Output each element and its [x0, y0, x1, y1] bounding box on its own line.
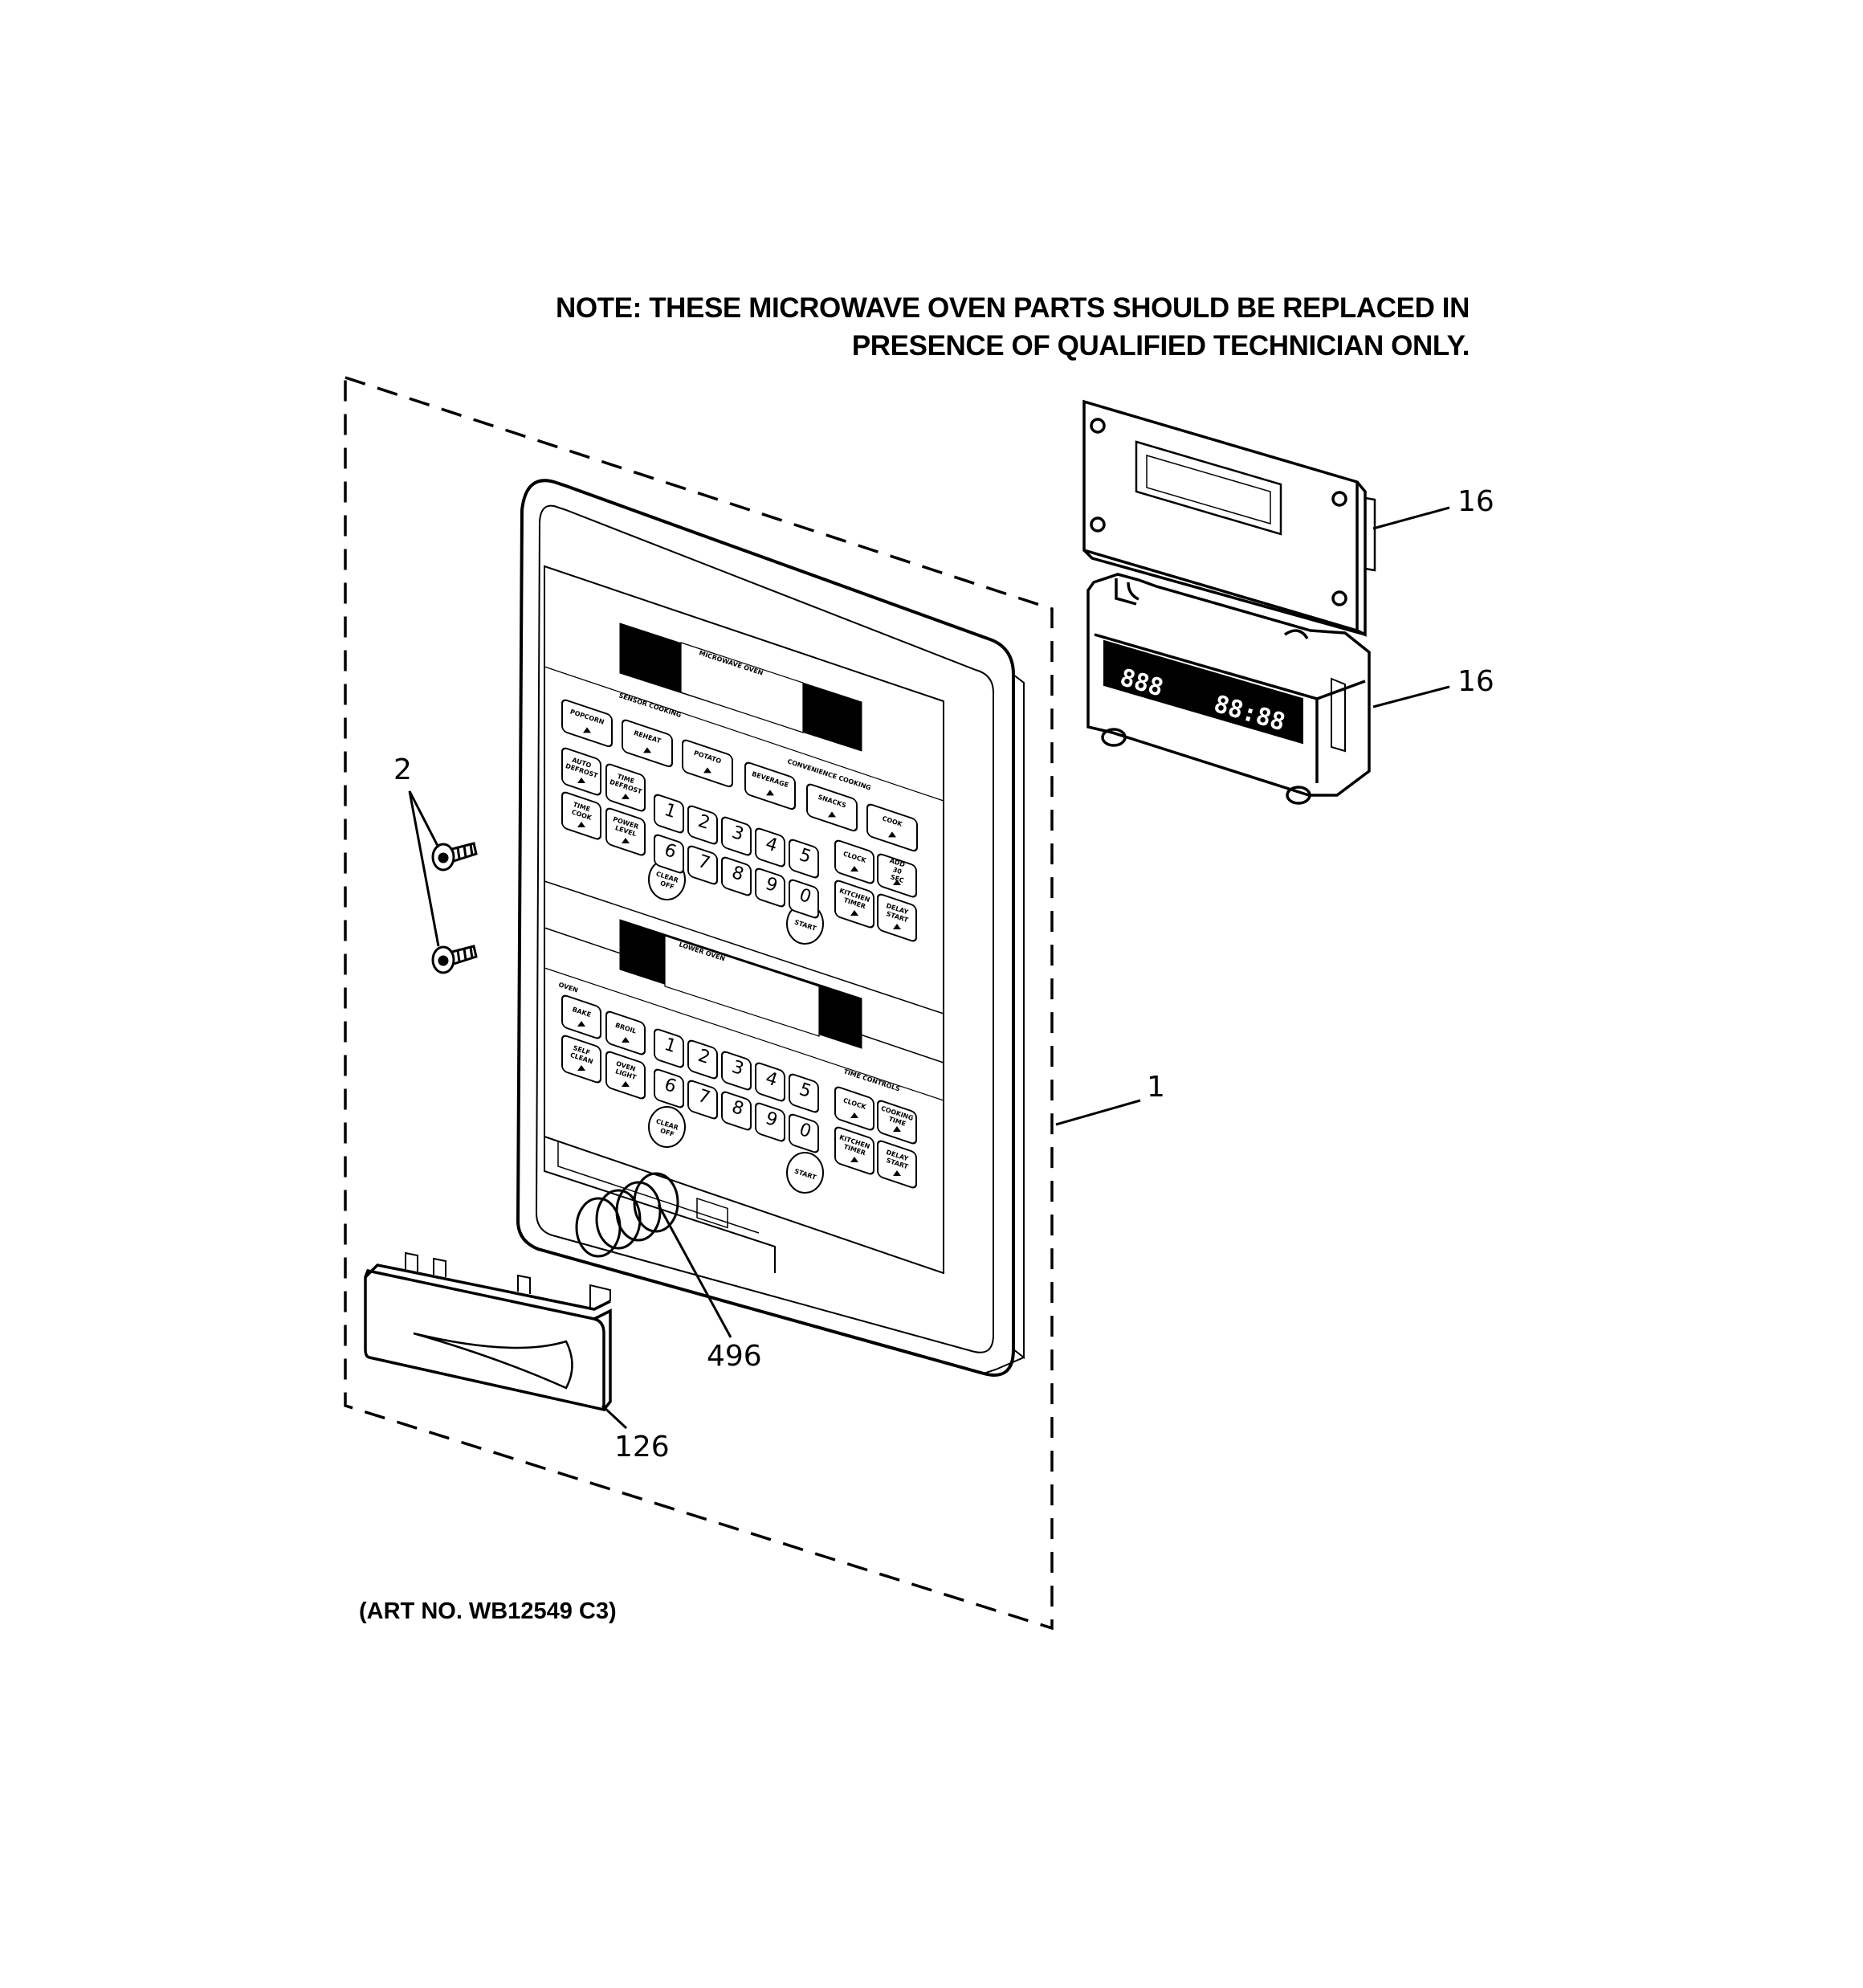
key-popcorn: POPCORN [561, 699, 613, 748]
key-arrow-icon [577, 1021, 585, 1027]
key-arrow-icon [850, 866, 858, 872]
key-digit-2: 2 [687, 805, 718, 845]
lower-oven-display-window [619, 919, 862, 1049]
key-oven-digit-7: 7 [687, 1080, 718, 1120]
key-digit-6: 6 [654, 834, 684, 874]
key-label: 30 [892, 866, 903, 876]
key-arrow-icon [893, 924, 901, 930]
note-line-2: PRESENCE OF QUALIFIED TECHNICIAN ONLY. [851, 330, 1470, 361]
key-snacks: SNACKS [806, 783, 858, 832]
key-arrow-icon [703, 767, 711, 774]
screw-part-lower [431, 945, 478, 974]
control-panel-part [516, 479, 1025, 1377]
key-oven-digit-4: 4 [755, 1062, 785, 1102]
note-line-1: NOTE: THESE MICROWAVE OVEN PARTS SHOULD … [555, 292, 1470, 324]
key-digit-4: 4 [755, 827, 785, 867]
key-digit-7: 7 [687, 845, 718, 885]
display-board-part [1086, 573, 1371, 805]
control-board-part [1082, 399, 1376, 637]
key-oven-start: START [786, 1152, 824, 1194]
key-arrow-icon [577, 1065, 585, 1072]
key-digit-3: 3 [721, 816, 752, 856]
key-potato: POTATO [682, 739, 733, 788]
leader-line-control-board [1372, 506, 1450, 530]
oven-group-label: OVEN [557, 981, 578, 994]
key-clock: CLOCK [834, 839, 874, 884]
key-oven-digit-5: 5 [789, 1073, 819, 1113]
key-oven-digit-2: 2 [687, 1039, 718, 1080]
leader-line-knob [657, 1204, 732, 1338]
microwave-display-window [619, 623, 862, 752]
key-arrow-icon [850, 1112, 858, 1119]
key-digit-1: 1 [654, 794, 684, 834]
callout-knob-bezel: 496 [707, 1340, 762, 1373]
handle-trim-part [364, 1251, 612, 1412]
callout-control-board: 16 [1457, 485, 1494, 518]
assembly-boundary [344, 375, 1054, 1631]
key-arrow-icon [888, 831, 896, 838]
key-digit-9: 9 [755, 867, 785, 908]
key-oven-digit-1: 1 [654, 1028, 684, 1068]
callout-display-board: 16 [1457, 665, 1494, 698]
leader-line-panel [1055, 1099, 1141, 1126]
key-arrow-icon [577, 778, 585, 784]
key-digit-8: 8 [721, 856, 752, 896]
key-arrow-icon [850, 910, 858, 916]
key-broil: BROIL [605, 1010, 646, 1055]
key-oven-digit-3: 3 [721, 1051, 752, 1091]
key-arrow-icon [583, 727, 591, 733]
key-oven-digit-9: 9 [755, 1102, 785, 1142]
knob-bezel-part [575, 1172, 679, 1258]
key-bake: BAKE [561, 994, 601, 1039]
leader-line-display-board [1372, 685, 1450, 708]
key-beverage: BEVERAGE [744, 761, 796, 810]
key-arrow-icon [893, 880, 901, 886]
key-arrow-icon [622, 838, 630, 844]
key-digit-5: 5 [789, 839, 819, 879]
key-cook: COOK [866, 803, 918, 852]
sensor-cooking-label: SENSOR COOKING [618, 692, 682, 719]
leader-line-screw-upper [408, 790, 440, 848]
key-arrow-icon [622, 794, 630, 800]
key-arrow-icon [893, 1170, 901, 1177]
time-controls-label: TIME CONTROLS [842, 1067, 901, 1092]
key-oven-digit-8: 8 [721, 1091, 752, 1131]
key-reheat: REHEAT [622, 719, 673, 768]
key-oven-digit-6: 6 [654, 1068, 684, 1108]
key-oven-clock: CLOCK [834, 1086, 874, 1131]
key-arrow-icon [577, 822, 585, 828]
key-arrow-icon [643, 747, 651, 753]
key-arrow-icon [622, 1081, 630, 1088]
key-oven-digit-0: 0 [789, 1113, 819, 1153]
key-arrow-icon [622, 1037, 630, 1043]
screw-part-upper [431, 842, 478, 872]
replacement-note: NOTE: THESE MICROWAVE OVEN PARTS SHOULD … [556, 289, 1470, 365]
callout-control-panel: 1 [1147, 1071, 1165, 1104]
key-arrow-icon [766, 790, 774, 796]
art-number: (ART NO. WB12549 C3) [359, 1598, 617, 1624]
key-arrow-icon [893, 1126, 901, 1133]
key-arrow-icon [828, 811, 836, 818]
key-arrow-icon [850, 1157, 858, 1163]
leader-line-screw-lower [408, 790, 440, 947]
callout-handle: 126 [614, 1431, 670, 1463]
callout-screws: 2 [393, 753, 412, 786]
leader-line-handle [601, 1404, 628, 1430]
key-digit-0: 0 [789, 879, 819, 919]
